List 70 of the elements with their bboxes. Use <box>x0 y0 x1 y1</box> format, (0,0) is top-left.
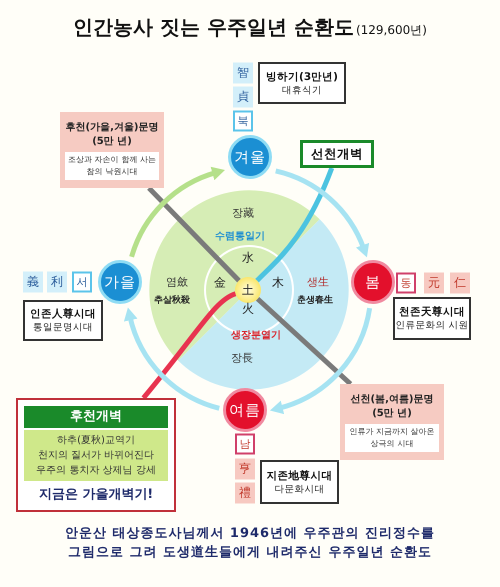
phase-label: 염斂 <box>166 274 188 290</box>
phase-label: 생生 <box>307 274 329 290</box>
character-tile: 利 <box>47 272 67 292</box>
element-character: 金 <box>214 274 226 292</box>
connector-line <box>256 296 352 386</box>
box-subtitle: 대휴식기 <box>282 84 322 96</box>
season-name: 가을 <box>104 272 136 292</box>
character-tile: 남 <box>235 434 255 454</box>
character-tile: 동 <box>396 272 416 294</box>
box-title: 선천(봄,여름)문명 (5만 년) <box>350 392 434 420</box>
box-header: 후천개벽 <box>24 406 168 428</box>
phase-subtitle: 춘생春生 <box>297 294 333 306</box>
civilization-box <box>340 384 444 460</box>
character-tile: 元 <box>424 272 444 294</box>
season-name: 봄 <box>365 272 381 292</box>
era-box <box>258 62 346 104</box>
box-subtitle: 인류문화의 시원 <box>395 319 469 332</box>
element-character: 水 <box>242 250 254 266</box>
season-circle <box>228 135 272 179</box>
box-title: 선천개벽 <box>311 146 363 162</box>
body-line: 천지의 질서가 바뀌어진다 <box>36 449 156 463</box>
element-character: 木 <box>272 274 284 292</box>
box-title: 빙하기(3만년) <box>266 70 338 84</box>
box-subtitle: 다문화시대 <box>274 482 324 496</box>
season-name: 겨울 <box>234 148 266 166</box>
character-tile: 義 <box>23 272 43 292</box>
character-tile: 貞 <box>233 86 253 108</box>
box-title: 인존人尊시대 <box>30 307 96 321</box>
season-circle <box>98 260 142 304</box>
cycle-arrow <box>129 167 225 258</box>
cycle-arrow <box>124 308 220 411</box>
period-label: 생장분열기 <box>231 329 281 342</box>
connector-curve <box>142 291 236 400</box>
character-tile: 智 <box>233 62 253 84</box>
cycle-arrow <box>275 168 369 258</box>
box-title: 후천(가을,겨울)문명 (5만 년) <box>64 120 160 148</box>
cycle-arrow <box>270 308 372 414</box>
character-tile: 서 <box>72 272 92 292</box>
element-character: 火 <box>242 300 254 318</box>
box-subtitle: 통일문명시대 <box>33 321 93 334</box>
character-tile: 북 <box>233 110 253 132</box>
character-tile: 禮 <box>235 482 255 504</box>
description-text: 조상과 자손이 함께 사는 참의 낙원시대 <box>68 154 156 178</box>
period-label: 수렴통일기 <box>215 230 265 243</box>
caption: 안운산 태상종도사님께서 1946년에 우주관의 진리정수를 그림으로 그려 도생道生들에게 내려주신 우주일년 순환도 <box>64 525 436 562</box>
opening-card <box>16 398 176 512</box>
box-title: 지존地尊시대 <box>266 468 332 482</box>
season-circle <box>351 260 395 304</box>
era-box <box>393 297 471 340</box>
box-title: 천존天尊시대 <box>399 305 465 319</box>
opening-box <box>300 140 374 168</box>
body-line: 하추(夏秋)교역기 <box>56 434 136 448</box>
era-box <box>260 460 339 504</box>
connector-line <box>147 186 241 282</box>
phase-label: 장長 <box>231 350 253 366</box>
box-footer-text: 지금은 가을개벽기! <box>38 486 154 503</box>
season-name: 여름 <box>229 400 261 420</box>
title: 인간농사 짓는 우주일년 순환도 <box>73 14 354 41</box>
element-character: 土 <box>242 282 254 298</box>
connector-curve <box>255 167 334 282</box>
civilization-box <box>60 112 164 188</box>
description-text: 인류가 지금까지 살아온 상극의 시대 <box>348 426 436 450</box>
character-tile: 亨 <box>235 458 255 480</box>
body-line: 우주의 통치자 상제님 강세 <box>35 464 157 478</box>
title-note: (129,600년) <box>356 22 427 39</box>
era-box <box>23 300 103 341</box>
phase-subtitle: 추살秋殺 <box>154 294 190 306</box>
season-circle <box>223 388 267 432</box>
phase-label: 장藏 <box>232 206 254 220</box>
character-tile: 仁 <box>450 272 470 294</box>
